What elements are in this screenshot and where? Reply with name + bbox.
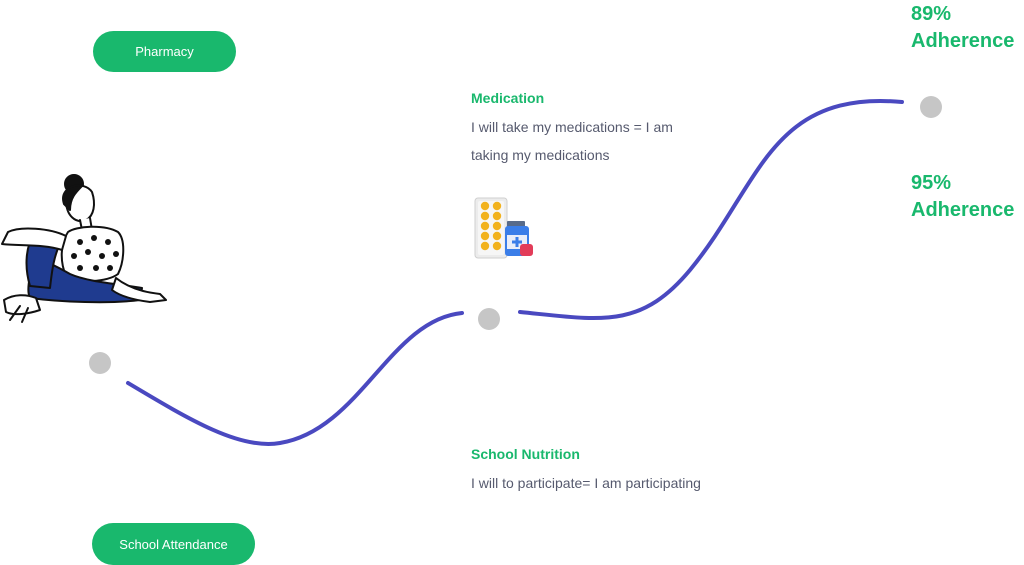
adherence-label: Adherence [911,199,1015,221]
school-attendance-pill-button[interactable]: School Attendance [92,523,255,565]
adherence-label: Adherence [911,30,1015,52]
pharmacy-pill-button[interactable]: Pharmacy [93,31,236,72]
school-attendance-label: School Attendance [119,536,228,552]
adherence-value: 95% [911,172,952,194]
school-nutrition-title: School Nutrition [471,446,580,462]
medication-title: Medication [471,90,545,106]
adherence-stat-top: 89% Adherence [911,1,1014,55]
milestone-dot-end[interactable] [920,96,942,118]
pill-pack-icon [474,197,533,259]
adherence-value: 89% [911,3,952,25]
medication-description: I will take my medications = I am taking… [471,119,673,163]
school-nutrition-description: I will to participate= I am participatin… [471,475,701,491]
adherence-stat-middle: 95% Adherence [911,170,1014,224]
pharmacy-label: Pharmacy [135,44,194,59]
milestone-dot-middle[interactable] [478,308,500,330]
milestone-dot-start[interactable] [89,352,111,374]
person-illustration [1,174,167,323]
